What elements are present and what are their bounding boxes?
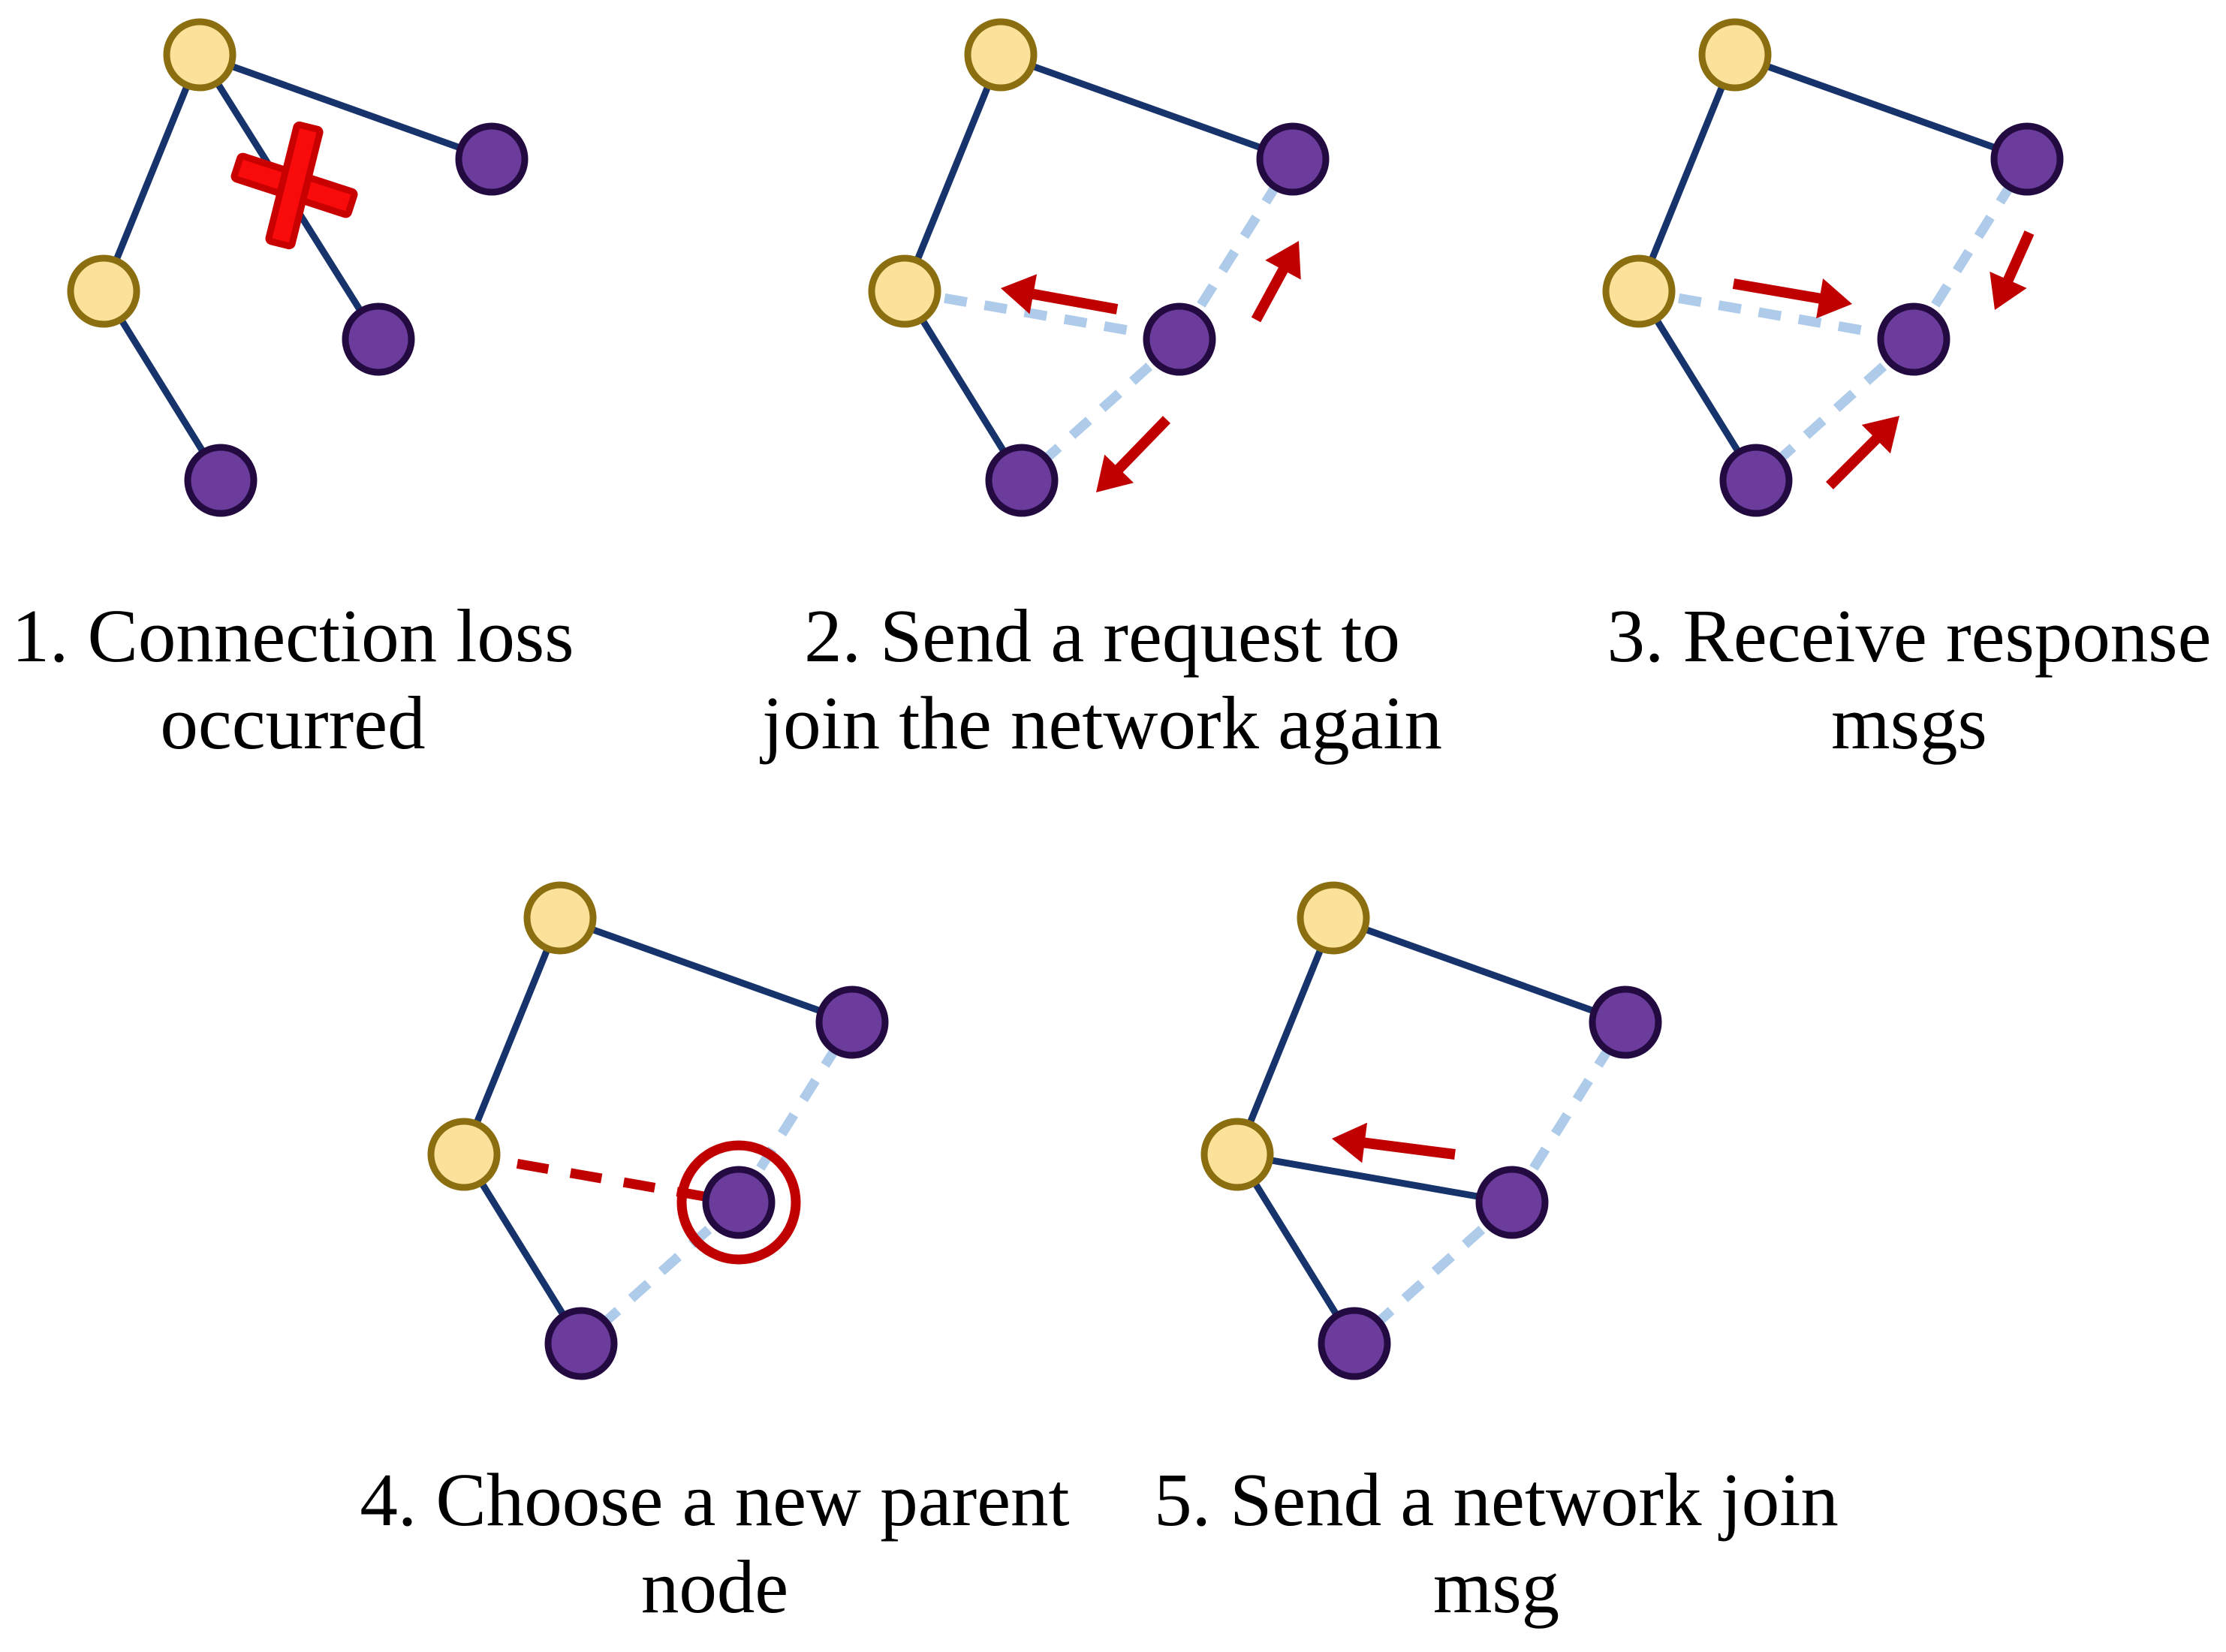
diagram-step-1 — [0, 0, 571, 540]
caption-step-4: 4. Choose a new parent node — [339, 1456, 1090, 1630]
edge-solid-yellow_left-purple_mid — [1236, 1151, 1513, 1206]
caption-line: msgs — [1831, 681, 1987, 765]
node-yellow-left — [427, 1118, 501, 1191]
node-purple-mid — [1877, 302, 1950, 376]
network-graph — [427, 881, 889, 1380]
node-yellow-top — [1698, 18, 1772, 92]
node-yellow-left — [67, 254, 140, 328]
message-arrow-down-left — [1096, 416, 1171, 492]
node-yellow-top — [1297, 881, 1370, 955]
message-arrow-left — [1001, 274, 1119, 314]
caption-line: 3. Receive response — [1607, 594, 2212, 678]
caption-line: 4. Choose a new parent — [360, 1458, 1070, 1542]
edge-solid-yellow_top-purple_right — [198, 51, 493, 163]
node-yellow-top — [964, 18, 1038, 92]
node-purple-bottom — [1719, 444, 1793, 517]
edge-solid-yellow_top-yellow_left — [460, 916, 564, 1156]
diagram-step-4 — [360, 863, 931, 1404]
network-graph — [67, 18, 529, 517]
caption-step-3: 3. Receive response msgs — [1564, 592, 2226, 766]
node-purple-right — [815, 985, 889, 1059]
edge-solid-yellow_left-purple_bottom — [461, 1152, 584, 1346]
caption-line: 5. Send a network join — [1154, 1458, 1839, 1542]
node-yellow-left — [868, 254, 941, 328]
node-yellow-left — [1602, 254, 1676, 328]
diagram-step-3 — [1535, 0, 2106, 540]
edge-solid-yellow_top-purple_right — [999, 51, 1294, 163]
node-purple-right — [455, 122, 529, 196]
node-purple-right — [1990, 122, 2064, 196]
network-graph — [1200, 881, 1662, 1380]
node-purple-mid — [1143, 302, 1216, 376]
edge-solid-yellow_left-purple_bottom — [1636, 289, 1759, 483]
node-purple-mid — [342, 302, 415, 376]
connection-lost-x-icon — [230, 121, 358, 250]
edge-solid-yellow_top-yellow_left — [1233, 916, 1337, 1156]
message-arrow-left — [1332, 1122, 1456, 1163]
edge-solid-yellow_top-purple_right — [1332, 914, 1627, 1026]
edge-dashed-yellow_left-purple_mid — [1637, 286, 1915, 345]
caption-line: join the network again — [762, 681, 1442, 765]
edge-solid-yellow_top-yellow_left — [100, 53, 203, 293]
edge-solid-yellow_left-purple_bottom — [101, 289, 224, 483]
edge-solid-yellow_left-purple_bottom — [902, 289, 1025, 483]
network-graph — [868, 18, 1330, 517]
caption-line: msg — [1432, 1545, 1560, 1629]
diagram-step-5 — [1134, 863, 1704, 1404]
edge-dashed-yellow_left-purple_mid — [903, 286, 1181, 345]
edge-dashed_red-yellow_left-purple_mid — [462, 1149, 740, 1208]
diagram-step-2 — [801, 0, 1372, 540]
edge-solid-yellow_top-purple_right — [1734, 51, 2029, 163]
caption-step-5: 5. Send a network join msg — [1121, 1456, 1872, 1630]
node-purple-mid — [702, 1166, 776, 1239]
selected-parent-ring — [676, 1140, 801, 1265]
message-arrow-up-right — [1826, 416, 1899, 489]
network-graph — [1602, 18, 2064, 517]
node-purple-bottom — [1318, 1307, 1391, 1380]
node-purple-right — [1589, 985, 1662, 1059]
message-arrow-down-left — [1990, 230, 2035, 310]
caption-step-2: 2. Send a request to join the network ag… — [727, 592, 1477, 766]
node-purple-right — [1256, 122, 1330, 196]
caption-line: 1. Connection loss — [11, 594, 574, 678]
node-purple-mid — [1475, 1166, 1549, 1239]
caption-line: 2. Send a request to — [804, 594, 1400, 678]
node-yellow-top — [523, 881, 597, 955]
node-yellow-left — [1200, 1118, 1274, 1191]
edge-solid-yellow_top-purple_right — [559, 914, 854, 1026]
node-purple-bottom — [184, 444, 258, 517]
edge-solid-yellow_left-purple_bottom — [1234, 1152, 1357, 1346]
edge-solid-yellow_top-yellow_left — [901, 53, 1005, 293]
edge-solid-yellow_top-yellow_left — [1635, 53, 1739, 293]
node-purple-bottom — [544, 1307, 618, 1380]
caption-line: node — [640, 1545, 789, 1629]
message-arrow-right — [1732, 278, 1852, 319]
node-purple-bottom — [985, 444, 1059, 517]
message-arrow-up-right — [1251, 241, 1301, 323]
node-yellow-top — [163, 18, 236, 92]
caption-line: occurred — [160, 681, 426, 765]
caption-step-1: 1. Connection loss occurred — [0, 592, 586, 766]
